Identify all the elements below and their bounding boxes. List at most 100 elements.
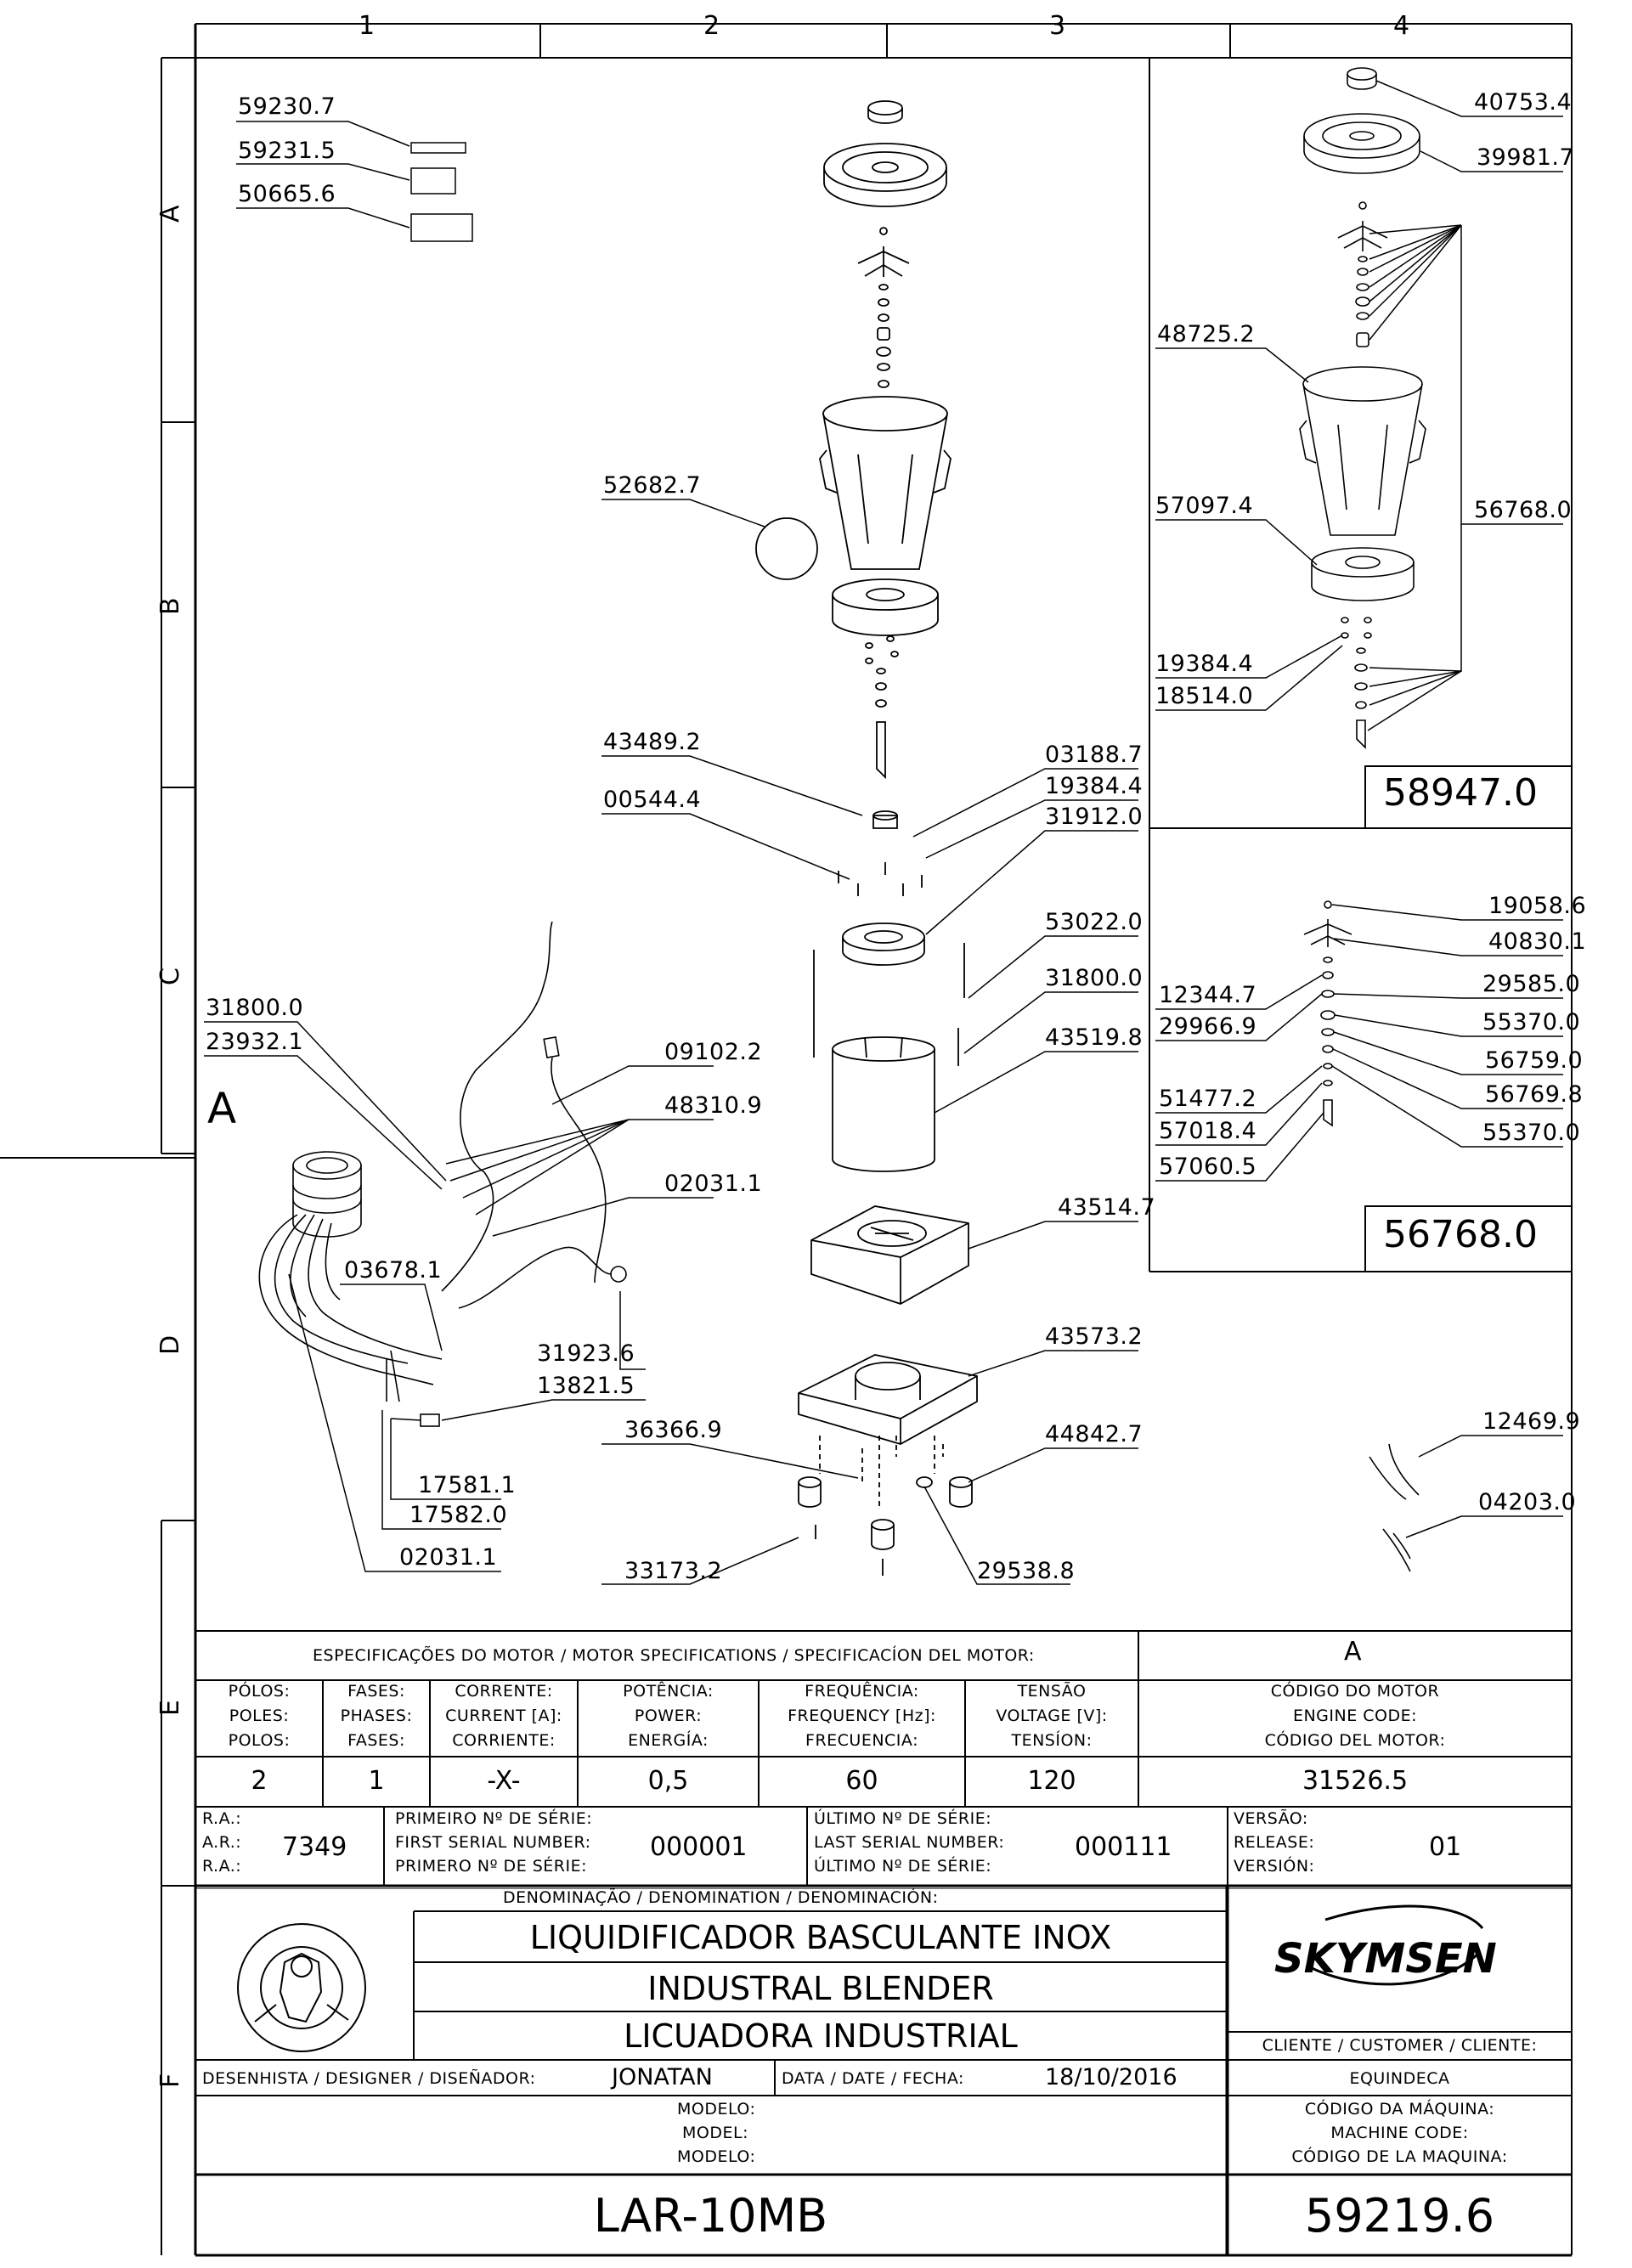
machine-code-en: MACHINE CODE: [1330, 2124, 1469, 2142]
part-label: 51477.2 [1159, 1086, 1257, 1112]
designer-label: DESENHISTA / DESIGNER / DISEÑADOR: [202, 2069, 536, 2088]
grid-row-F: F [155, 2073, 185, 2088]
frequency-es: FRECUENCIA: [805, 1731, 918, 1750]
grid-row-D: D [155, 1334, 185, 1355]
part-label: 48725.2 [1157, 321, 1256, 347]
part-label: 40753.4 [1474, 89, 1573, 116]
designer-value: JONATAN [612, 2064, 713, 2090]
part-label: 04203.0 [1478, 1489, 1577, 1515]
part-label: 55370.0 [1482, 1009, 1581, 1035]
poles-es: POLOS: [228, 1731, 291, 1750]
frequency-value: 60 [845, 1766, 878, 1796]
machine-code-es: CÓDIGO DE LA MAQUINA: [1291, 2147, 1508, 2166]
part-label: 48310.9 [664, 1092, 763, 1119]
grid-row-E: E [155, 1700, 185, 1716]
part-label: 17582.0 [409, 1502, 508, 1528]
detail-header: A [1344, 1637, 1362, 1667]
grid-column-3: 3 [1049, 11, 1066, 41]
grid-row-C: C [155, 968, 185, 985]
part-label: 57018.4 [1159, 1118, 1257, 1144]
part-label: 17581.1 [418, 1472, 517, 1498]
first-serial-es: PRIMERO Nº DE SÉRIE: [395, 1857, 588, 1876]
machine-code-value: 59219.6 [1304, 2189, 1495, 2243]
part-label: 31800.0 [1045, 965, 1144, 991]
ra-label-1: R.A.: [202, 1809, 242, 1828]
leader-lines [204, 80, 1563, 1585]
phases-pt: FASES: [347, 1682, 405, 1701]
part-label: 57097.4 [1155, 493, 1254, 519]
current-en: CURRENT [A]: [445, 1707, 562, 1725]
first-serial-en: FIRST SERIAL NUMBER: [395, 1833, 591, 1852]
part-label: 19058.6 [1488, 893, 1587, 919]
machine-code-pt: CÓDIGO DA MÁQUINA: [1304, 2100, 1495, 2118]
motor-code-value: 31526.5 [1302, 1766, 1409, 1796]
part-label: 43519.8 [1045, 1024, 1144, 1051]
model-value: LAR-10MB [593, 2189, 828, 2243]
release-en: RELEASE: [1234, 1833, 1315, 1852]
part-label: 29538.8 [977, 1558, 1076, 1584]
voltage-pt: TENSÃO [1017, 1682, 1087, 1701]
last-serial-pt: ÚLTIMO Nº DE SÉRIE: [814, 1809, 992, 1828]
current-es: CORRIENTE: [452, 1731, 556, 1750]
motor-code-en: ENGINE CODE: [1292, 1707, 1418, 1725]
voltage-value: 120 [1027, 1766, 1076, 1796]
poles-value: 2 [251, 1766, 268, 1796]
part-label: 29585.0 [1482, 971, 1581, 997]
part-label: 12469.9 [1482, 1408, 1581, 1435]
wiring-assembly [258, 921, 627, 1427]
part-label: 19384.4 [1155, 651, 1254, 677]
part-label: 56768.0 [1474, 497, 1573, 523]
kit-code-58947: 58947.0 [1383, 771, 1538, 815]
part-label: 55370.0 [1482, 1120, 1581, 1146]
last-serial-value: 000111 [1075, 1832, 1172, 1862]
part-label: 03678.1 [344, 1257, 443, 1284]
poles-en: POLES: [229, 1707, 290, 1725]
part-label: 56759.0 [1485, 1047, 1584, 1074]
part-label: 59230.7 [238, 93, 336, 120]
phases-es: FASES: [347, 1731, 405, 1750]
part-label: 31800.0 [206, 995, 304, 1021]
part-label: 40830.1 [1488, 928, 1587, 955]
power-pt: POTÊNCIA: [623, 1682, 714, 1701]
grid-row-A: A [155, 205, 185, 223]
part-label: 53022.0 [1045, 909, 1144, 935]
motor-code-pt: CÓDIGO DO MOTOR [1270, 1682, 1440, 1701]
kit-58947-drawing [1299, 67, 1426, 749]
voltage-en: VOLTAGE [V]: [996, 1707, 1108, 1725]
part-label: 18514.0 [1155, 683, 1254, 709]
last-serial-es: ÚLTIMO Nº DE SÉRIE: [814, 1857, 992, 1876]
product-name-en: INDUSTRAL BLENDER [647, 1970, 994, 2007]
power-en: POWER: [634, 1707, 703, 1725]
motor-code-es: CÓDIGO DEL MOTOR: [1264, 1731, 1446, 1750]
part-label: 56769.8 [1485, 1081, 1584, 1108]
part-label: 29966.9 [1159, 1013, 1257, 1040]
release-value: 01 [1429, 1832, 1462, 1862]
poles-pt: PÓLOS: [228, 1682, 291, 1701]
part-label: 36366.9 [624, 1417, 723, 1443]
power-es: ENERGÍA: [628, 1731, 709, 1750]
frequency-pt: FREQUÊNCIA: [805, 1682, 919, 1701]
voltage-es: TENSÍON: [1011, 1731, 1093, 1750]
first-serial-pt: PRIMEIRO Nº DE SÉRIE: [395, 1809, 593, 1828]
grid-column-2: 2 [703, 11, 720, 41]
grid-row-B: B [155, 597, 185, 615]
part-label: 43514.7 [1058, 1194, 1156, 1221]
model-label-en: MODEL: [682, 2124, 748, 2142]
part-label: 31912.0 [1045, 804, 1144, 830]
part-label: 13821.5 [537, 1373, 635, 1399]
release-es: VERSIÓN: [1234, 1857, 1315, 1876]
part-label: 43489.2 [603, 729, 702, 755]
part-label: 44842.7 [1045, 1421, 1144, 1447]
client-header: CLIENTE / CUSTOMER / CLIENTE: [1262, 2036, 1538, 2055]
part-label: 19384.4 [1045, 773, 1144, 799]
last-serial-en: LAST SERIAL NUMBER: [814, 1833, 1005, 1852]
product-name-es: LICUADORA INDUSTRIAL [624, 2017, 1018, 2055]
part-label: 57060.5 [1159, 1154, 1257, 1180]
denomination-header: DENOMINAÇÃO / DENOMINATION / DENOMINACIÓ… [503, 1888, 939, 1907]
part-label: 43573.2 [1045, 1323, 1144, 1350]
kit-56768-drawing [1303, 900, 1420, 1572]
detail-marker-A: A [207, 1084, 237, 1133]
part-label: 31923.6 [537, 1340, 635, 1367]
